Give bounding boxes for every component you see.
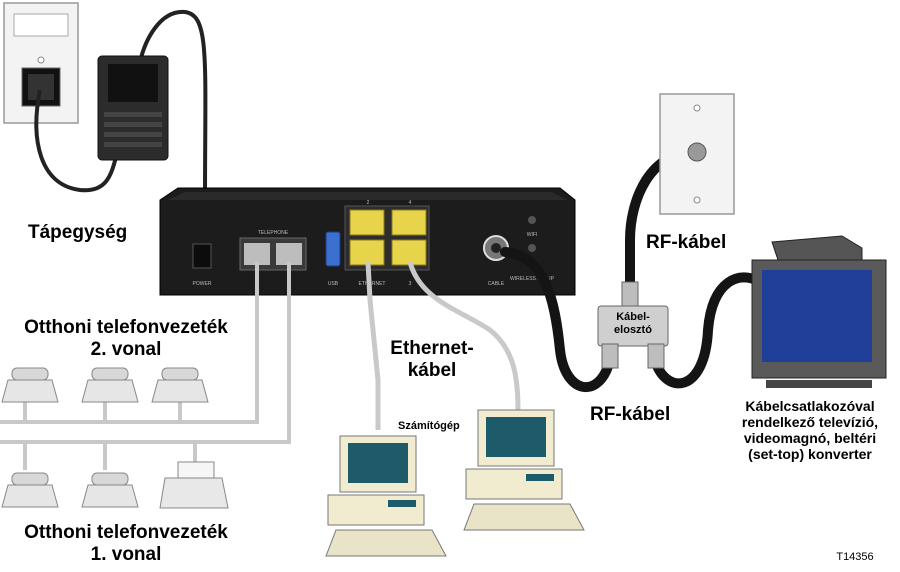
label-tv-2: rendelkező televízió, [741, 414, 879, 431]
label-home-line-2: Otthoni telefonvezeték 2. vonal [8, 317, 244, 361]
cable-splitter [597, 281, 669, 369]
label-tv-3: videomagnó, beltéri [743, 430, 877, 447]
fax-machine [159, 461, 229, 509]
port-label-3: 3 [409, 281, 412, 287]
label-ethernet-a: Ethernet- [390, 338, 474, 359]
label-home-line-1-a: Otthoni telefonvezeték [24, 522, 228, 543]
figure-id: T14356 [836, 551, 873, 563]
label-home-line-2-a: Otthoni telefonvezeték [24, 317, 228, 338]
cable-modem: POWER TELEPHONE USB ETHERNET 2 4 3 CABLE… [159, 187, 576, 296]
label-home-line-1-b: 1. vonal [90, 543, 162, 565]
label-splitter-line1: Kábel- [616, 311, 650, 323]
port-label-usb: USB [328, 281, 339, 287]
power-cable [34, 89, 120, 193]
phone-line2-c [151, 367, 209, 403]
label-rf-cable-bottom: RF-kábel [590, 404, 671, 425]
port-label-ethernet: ETHERNET [359, 281, 386, 287]
label-rf-cable-top: RF-kábel [646, 232, 727, 253]
phone-line2-a [1, 367, 59, 403]
ethernet-cable-2 [407, 261, 521, 411]
port-label-4: 4 [409, 200, 412, 206]
power-adapter [97, 55, 169, 161]
computer-left [325, 435, 447, 557]
label-tv-1: Kábelcsatlakozóval [745, 398, 875, 414]
ethernet-cable-1 [365, 261, 381, 430]
label-power-supply: Tápegység [28, 222, 128, 243]
label-ethernet-cable: Ethernet- kábel [384, 338, 480, 382]
label-tv-4: (set-top) konverter [748, 446, 872, 463]
label-splitter: Kábel- elosztó [605, 311, 661, 336]
label-splitter-line2: elosztó [614, 323, 652, 336]
port-label-cable: CABLE [488, 281, 505, 287]
label-ethernet-b: kábel [407, 359, 457, 381]
phone-line1-b [81, 472, 139, 508]
label-home-line-2-b: 2. vonal [90, 338, 162, 360]
label-computer: Számítógép [398, 420, 460, 432]
wall-power-outlet [3, 2, 79, 124]
phone-line2-b [81, 367, 139, 403]
port-label-wireless-setup: WIRELESS SETUP [510, 276, 555, 282]
label-tv: Kábelcsatlakozóval rendelkező televízió,… [720, 398, 900, 462]
power-cable-top [138, 9, 208, 248]
port-label-power: POWER [193, 281, 212, 287]
port-label-2: 2 [367, 200, 370, 206]
port-label-telephone: TELEPHONE [258, 230, 289, 236]
phone-line1-a [1, 472, 59, 508]
wall-cable-outlet [659, 93, 735, 215]
tv-set [751, 235, 887, 388]
label-home-line-1: Otthoni telefonvezeték 1. vonal [8, 522, 244, 566]
port-label-wps: WIFI [527, 232, 538, 238]
computer-right [463, 409, 585, 531]
